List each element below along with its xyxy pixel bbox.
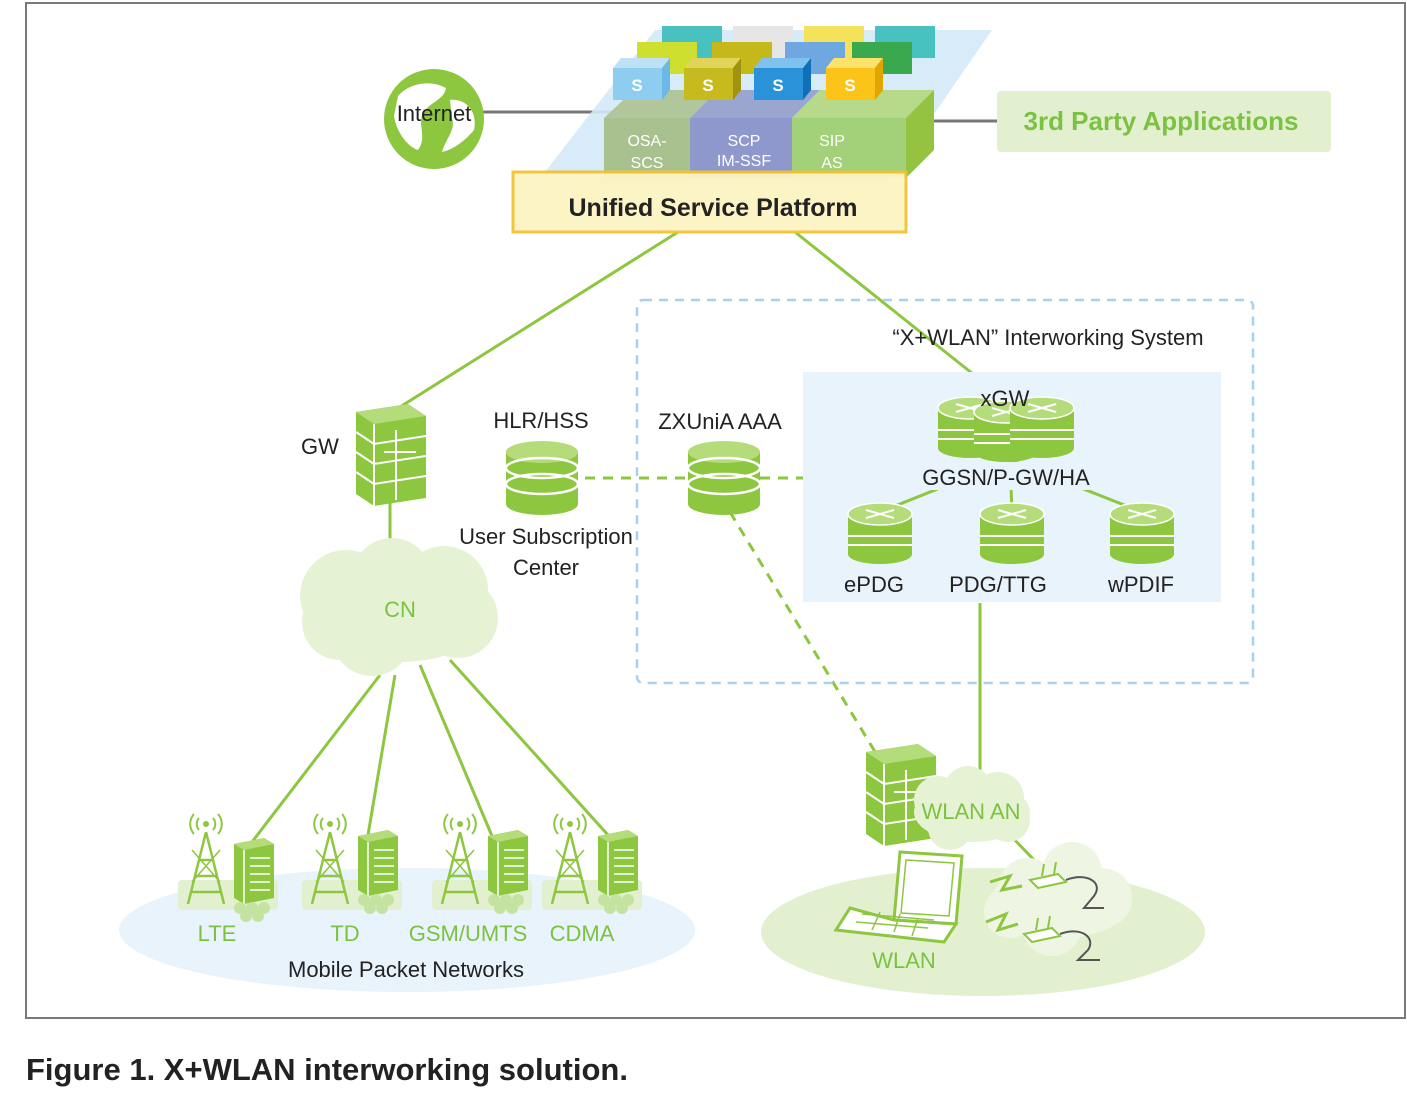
module-sip-line2: AS (821, 155, 842, 172)
ggsn-label: GGSN/P-GW/HA (922, 465, 1090, 490)
hlr-sub1: User Subscription (459, 524, 633, 549)
figure-frame (25, 2, 1406, 1019)
pdg-router-icon (979, 502, 1045, 565)
network-cdma-label: CDMA (550, 921, 615, 946)
platform-title: Unified Service Platform (569, 194, 858, 222)
core-network: CN (300, 538, 498, 676)
internet: Internet (384, 69, 484, 169)
hlr-hss: HLR/HSS User Subscription Center (459, 408, 633, 580)
service-label-4: S (844, 76, 855, 95)
cabinet-icon (597, 829, 639, 915)
interworking-system: “X+WLAN” Interworking System xGW GGSN/P-… (635, 298, 1255, 685)
third-party-applications: 3rd Party Applications (997, 91, 1331, 152)
mobile-title: Mobile Packet Networks (288, 957, 524, 982)
firewall-icon (355, 403, 427, 507)
cloud-icon (300, 538, 498, 676)
gw-label: GW (301, 434, 339, 459)
third-party-label: 3rd Party Applications (1024, 106, 1299, 136)
wlan-ground (761, 868, 1205, 996)
figure-caption: Figure 1. X+WLAN interworking solution. (26, 1052, 628, 1087)
unified-service-platform: OSA- SCS SCP IM-SSF SIP AS S S S S Unifi… (511, 26, 992, 234)
service-label-2: S (702, 76, 713, 95)
xgw-label: xGW (981, 386, 1030, 411)
wlan-access-network: WLAN AN (865, 743, 1030, 850)
service-blocks-front (613, 58, 883, 100)
wpdif-router-icon (1109, 502, 1175, 565)
cabinet-icon (487, 829, 529, 915)
module-scp-line1: SCP (728, 133, 761, 150)
wlan-area: WLAN (761, 842, 1205, 996)
network-lte-label: LTE (198, 921, 237, 946)
mobile-packet-networks: LTE TD GSM/UMTS CDMA Mobile Packet Netwo… (119, 812, 695, 992)
database-icon (686, 439, 762, 517)
node-pdg-label: PDG/TTG (949, 572, 1047, 597)
internet-label: Internet (397, 101, 472, 126)
node-wpdif-label: wPDIF (1107, 572, 1174, 597)
wlan-label: WLAN (872, 948, 936, 973)
module-sip-as (792, 118, 906, 178)
interworking-title: “X+WLAN” Interworking System (892, 325, 1203, 350)
platform-title-box (511, 170, 908, 234)
wlan-an-label: WLAN AN (921, 799, 1020, 824)
laptop-icon (833, 850, 964, 944)
module-osa-scs (604, 118, 690, 178)
epdg-router-icon (847, 502, 913, 565)
network-gsm-label: GSM/UMTS (409, 921, 528, 946)
aaa-label: ZXUniA AAA (658, 409, 782, 434)
module-scp-line2: IM-SSF (717, 153, 771, 170)
connection-lines (250, 110, 1038, 864)
service-label-1: S (631, 76, 642, 95)
network-td-label: TD (330, 921, 359, 946)
module-osa-scs-line2: SCS (631, 155, 664, 172)
module-sip-line1: SIP (819, 133, 845, 150)
zxunia-aaa: ZXUniA AAA (658, 409, 782, 517)
interworking-boundary (635, 298, 1255, 685)
hlr-label: HLR/HSS (493, 408, 588, 433)
module-osa-scs-line1: OSA- (627, 133, 666, 150)
hlr-sub2: Center (513, 555, 579, 580)
cloud-icon (914, 766, 1030, 850)
module-scp-im-ssf (690, 118, 792, 178)
third-party-box (997, 91, 1331, 152)
cabinet-icon (233, 837, 275, 923)
database-icon (504, 439, 580, 517)
node-epdg-label: ePDG (844, 572, 904, 597)
cn-label: CN (384, 597, 416, 622)
cabinet-icon (357, 829, 399, 915)
service-label-3: S (772, 76, 783, 95)
gateway: GW (301, 403, 427, 507)
